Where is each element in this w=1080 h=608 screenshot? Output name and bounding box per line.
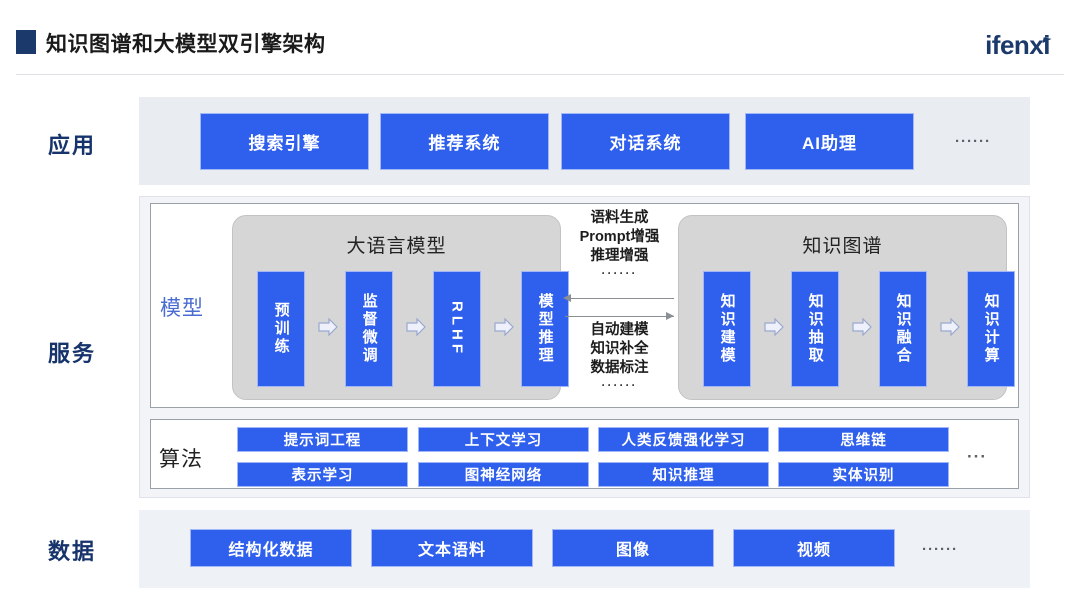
arrow-left-line (565, 298, 674, 299)
algo-rlhf[interactable]: 人类反馈强化学习 (598, 427, 769, 452)
engine-title-llm: 大语言模型 (346, 236, 447, 257)
arrow-left-icon (563, 294, 571, 302)
app-ellipsis: ······ (955, 133, 991, 150)
app-item-recommend-system[interactable]: 推荐系统 (380, 113, 549, 170)
app-item-dialogue-system[interactable]: 对话系统 (561, 113, 730, 170)
exchange-line: 自动建模 (590, 322, 649, 338)
page-title: 知识图谱和大模型双引擎架构 (46, 33, 326, 56)
data-item-video[interactable]: 视频 (733, 529, 895, 567)
llm-stage-sft[interactable]: 监督微调 (345, 271, 393, 387)
llm-stage-inference[interactable]: 模型推理 (521, 271, 569, 387)
kg-stage-extraction[interactable]: 知识抽取 (791, 271, 839, 387)
header-divider (16, 74, 1064, 75)
exchange-line: 数据标注 (590, 360, 649, 377)
kg-stage-computing[interactable]: 知识计算 (967, 271, 1015, 387)
llm-stage-rlhf[interactable]: RLHF (433, 271, 481, 387)
tier-label-data: 数据 (48, 539, 97, 564)
algo-prompt-engineering[interactable]: 提示词工程 (237, 427, 408, 452)
title-marker-icon (16, 30, 36, 54)
algo-in-context-learning[interactable]: 上下文学习 (418, 427, 589, 452)
exchange-llm-to-kg-text: 自动建模 知识补全 数据标注 ······ (561, 321, 678, 394)
llm-stage-pretrain[interactable]: 预训练 (257, 271, 305, 387)
algo-graph-neural-network[interactable]: 图神经网络 (418, 462, 589, 487)
algo-entity-recognition[interactable]: 实体识别 (778, 462, 949, 487)
slide-header: 知识图谱和大模型双引擎架构 ifenxi (0, 0, 1080, 76)
arrow-right-icon (851, 316, 873, 338)
algorithm-row-label: 算法 (159, 448, 203, 471)
brand-logo: ifenxi (985, 30, 1058, 61)
app-item-ai-assistant[interactable]: AI助理 (745, 113, 914, 170)
exchange-line: 语料生成 (590, 210, 649, 226)
exchange-kg-to-llm-text: 语料生成 Prompt增强 推理增强 ······ (561, 209, 678, 282)
tier-label-application: 应用 (48, 133, 97, 158)
arrow-right-icon (493, 316, 515, 338)
arrow-right-line (565, 316, 674, 317)
brand-logo-suffix: i (1043, 30, 1050, 60)
arrow-right-icon (939, 316, 961, 338)
exchange-ellipsis: ······ (601, 378, 638, 393)
exchange-line: 知识补全 (590, 341, 649, 358)
kg-stage-fusion[interactable]: 知识融合 (879, 271, 927, 387)
algo-knowledge-reasoning[interactable]: 知识推理 (598, 462, 769, 487)
arrow-right-icon (317, 316, 339, 338)
algorithm-ellipsis: ··· (967, 447, 987, 466)
engine-exchange: 语料生成 Prompt增强 推理增强 ······ 自动建模 知识补全 数据标注… (561, 203, 678, 408)
app-item-search-engine[interactable]: 搜索引擎 (200, 113, 369, 170)
data-item-text-corpus[interactable]: 文本语料 (371, 529, 533, 567)
arrow-right-icon (405, 316, 427, 338)
algo-chain-of-thought[interactable]: 思维链 (778, 427, 949, 452)
arrow-right-icon (763, 316, 785, 338)
data-item-structured[interactable]: 结构化数据 (190, 529, 352, 567)
exchange-ellipsis: ······ (601, 266, 638, 281)
brand-logo-text: ifenx (985, 30, 1044, 60)
data-item-image[interactable]: 图像 (552, 529, 714, 567)
algo-representation-learning[interactable]: 表示学习 (237, 462, 408, 487)
tier-label-service: 服务 (48, 341, 97, 366)
data-ellipsis: ······ (922, 541, 958, 558)
exchange-line: 推理增强 (590, 248, 649, 265)
engine-title-knowledge-graph: 知识图谱 (802, 236, 883, 257)
kg-stage-modeling[interactable]: 知识建模 (703, 271, 751, 387)
model-row-label: 模型 (160, 297, 204, 320)
engine-group-knowledge-graph: 知识图谱 知识建模 知识抽取 知识融合 知识计算 (678, 215, 1015, 400)
engine-group-llm: 大语言模型 预训练 监督微调 RLHF 模型推理 (232, 215, 569, 400)
arrow-right-icon (666, 312, 674, 320)
exchange-line: Prompt增强 (579, 229, 660, 246)
